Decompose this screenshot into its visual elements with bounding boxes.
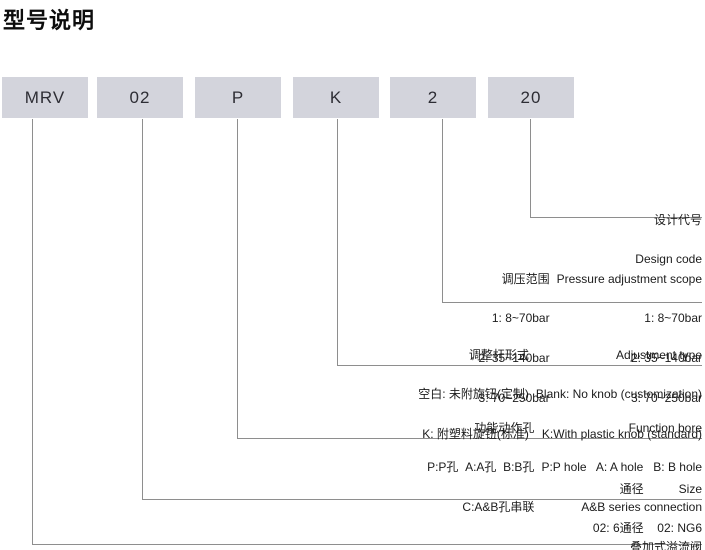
text-line: 叠加式溢流阀 (629, 539, 702, 550)
text-line: C:A&B孔串联 (462, 500, 535, 515)
text-line: Function bore (628, 420, 702, 435)
connector-hline-design (530, 217, 702, 218)
connector-vline-function (237, 119, 238, 438)
text-line: 1: 8~70bar (644, 311, 702, 326)
text-line: Blank: No knob (customization) (535, 387, 702, 402)
legend-function-cn: 功能动作孔 P:P孔 A:A孔 B:B孔 C:A&B孔串联 (427, 395, 534, 541)
text-line: Design code (635, 252, 702, 267)
text-line: 3: 70~250bar (630, 391, 702, 406)
connector-vline-size (142, 119, 143, 499)
text-line: 1: 8~70bar (491, 311, 550, 326)
text-line: 空白: 未附旋钮(定制) (418, 387, 529, 402)
legend-size: 通径 02: 6通径 03: 10通径 Size 02: NG6 03: NG1… (586, 456, 702, 550)
text-line: 02: NG6 (657, 521, 702, 536)
text-line: P:P hole A: A hole B: B hole (541, 460, 702, 475)
text-line: 2: 35~140bar (630, 351, 702, 366)
text-line: 通径 (619, 481, 644, 496)
connector-hline-function (237, 438, 702, 439)
legend-design-code-text: 设计代号 Design code (635, 187, 702, 293)
legend-adjustment-type: 调整杆形式 空白: 未附旋钮(定制) K: 附塑料旋钮(标准) Adjustme… (418, 322, 702, 468)
legend-pressure-en: Pressure adjustment scope 1: 8~70bar 2: … (557, 246, 702, 432)
code-box-size: 02 (97, 77, 183, 118)
text-line: Adjustment type (615, 347, 702, 362)
legend-function-bore: 功能动作孔 P:P孔 A:A孔 B:B孔 C:A&B孔串联 Function b… (427, 395, 702, 541)
connector-hline-size (142, 499, 702, 500)
connector-hline-adjustment (337, 365, 702, 366)
legend-adjustment-cn: 调整杆形式 空白: 未附旋钮(定制) K: 附塑料旋钮(标准) (418, 322, 529, 468)
connector-hline-mrv (32, 544, 702, 545)
code-box-design: 20 (488, 77, 574, 118)
legend-size-cn: 通径 02: 6通径 03: 10通径 (586, 456, 644, 550)
text-line: 调整杆形式 (468, 347, 529, 362)
legend-valve-type-text: 叠加式溢流阀 Modular relief valves (592, 514, 702, 550)
connector-hline-pressure (442, 302, 702, 303)
legend-function-en: Function bore P:P hole A: A hole B: B ho… (541, 395, 702, 541)
legend-pressure-cn: 调压范围 1: 8~70bar 2: 35~140bar 3: 70~250ba… (479, 246, 550, 432)
text-line: Size (678, 481, 702, 496)
text-line: K:With plastic knob (standard) (541, 427, 702, 442)
text-line: 02: 6通径 (592, 521, 644, 536)
connector-vline-design (530, 119, 531, 217)
legend-valve-type: 叠加式溢流阀 Modular relief valves (592, 514, 702, 550)
legend-design-code: 设计代号 Design code (635, 187, 702, 293)
connector-vline-mrv (32, 119, 33, 544)
connector-vline-adjustment (337, 119, 338, 365)
code-box-function: P (195, 77, 281, 118)
connector-vline-pressure (442, 119, 443, 302)
legend-size-en: Size 02: NG6 03: NG10 (651, 456, 702, 550)
text-line: 3: 70~250bar (478, 391, 550, 406)
legend-adjustment-en: Adjustment type Blank: No knob (customiz… (536, 322, 702, 468)
text-line: K: 附塑料旋钮(标准) (422, 427, 529, 442)
code-box-mrv: MRV (2, 77, 88, 118)
code-box-adjustment: K (293, 77, 379, 118)
page-title: 型号说明 (3, 8, 96, 33)
text-line: A&B series connection (581, 500, 702, 515)
legend-pressure-adjustment: 调压范围 1: 8~70bar 2: 35~140bar 3: 70~250ba… (479, 246, 702, 432)
text-line: 功能动作孔 (474, 420, 535, 435)
text-line: Pressure adjustment scope (556, 271, 702, 286)
text-line: 设计代号 (653, 212, 702, 227)
text-line: P:P孔 A:A孔 B:B孔 (427, 460, 535, 475)
text-line: 2: 35~140bar (478, 351, 550, 366)
text-line: 调压范围 (501, 271, 550, 286)
code-box-pressure: 2 (390, 77, 476, 118)
